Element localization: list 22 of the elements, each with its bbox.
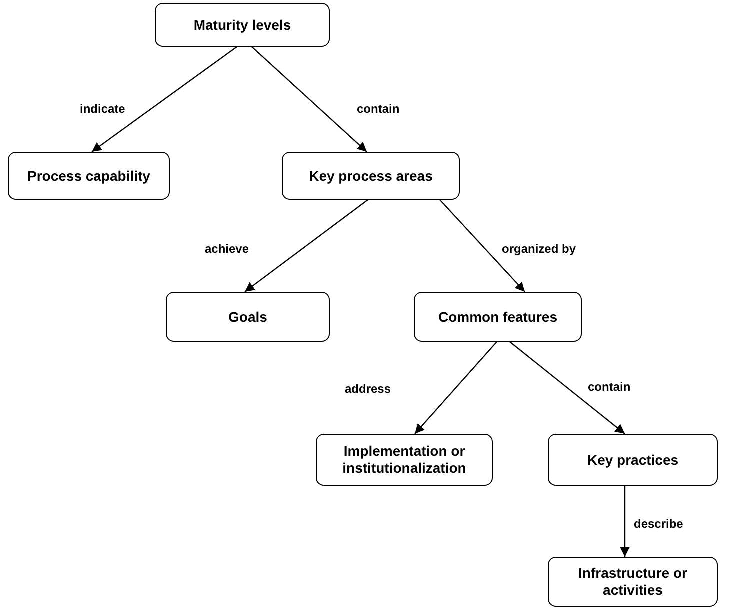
edge-label: address	[345, 381, 392, 398]
arrow	[252, 46, 368, 152]
edge-label: indicate	[80, 101, 126, 118]
process-box: Key practices	[548, 434, 718, 486]
arrow	[620, 486, 630, 557]
arrow	[244, 200, 368, 292]
arrow	[440, 200, 526, 292]
process-box: Key process areas	[282, 152, 460, 200]
arrow	[92, 46, 238, 152]
process-box: Infrastructure or activities	[548, 557, 718, 607]
process-box: Implementation or institutionalization	[316, 434, 493, 486]
process-box: Goals	[166, 292, 330, 342]
edge-label: describe	[634, 516, 684, 533]
process-box: Common features	[414, 292, 582, 342]
edge-label: contain	[588, 379, 631, 396]
edge-label: contain	[357, 101, 400, 118]
arrow	[414, 342, 498, 434]
edge-label: achieve	[205, 241, 250, 258]
process-box: Process capability	[8, 152, 170, 200]
edge-label: organized by	[502, 241, 576, 258]
arrow	[510, 342, 626, 434]
process-box: Maturity levels	[155, 3, 330, 47]
